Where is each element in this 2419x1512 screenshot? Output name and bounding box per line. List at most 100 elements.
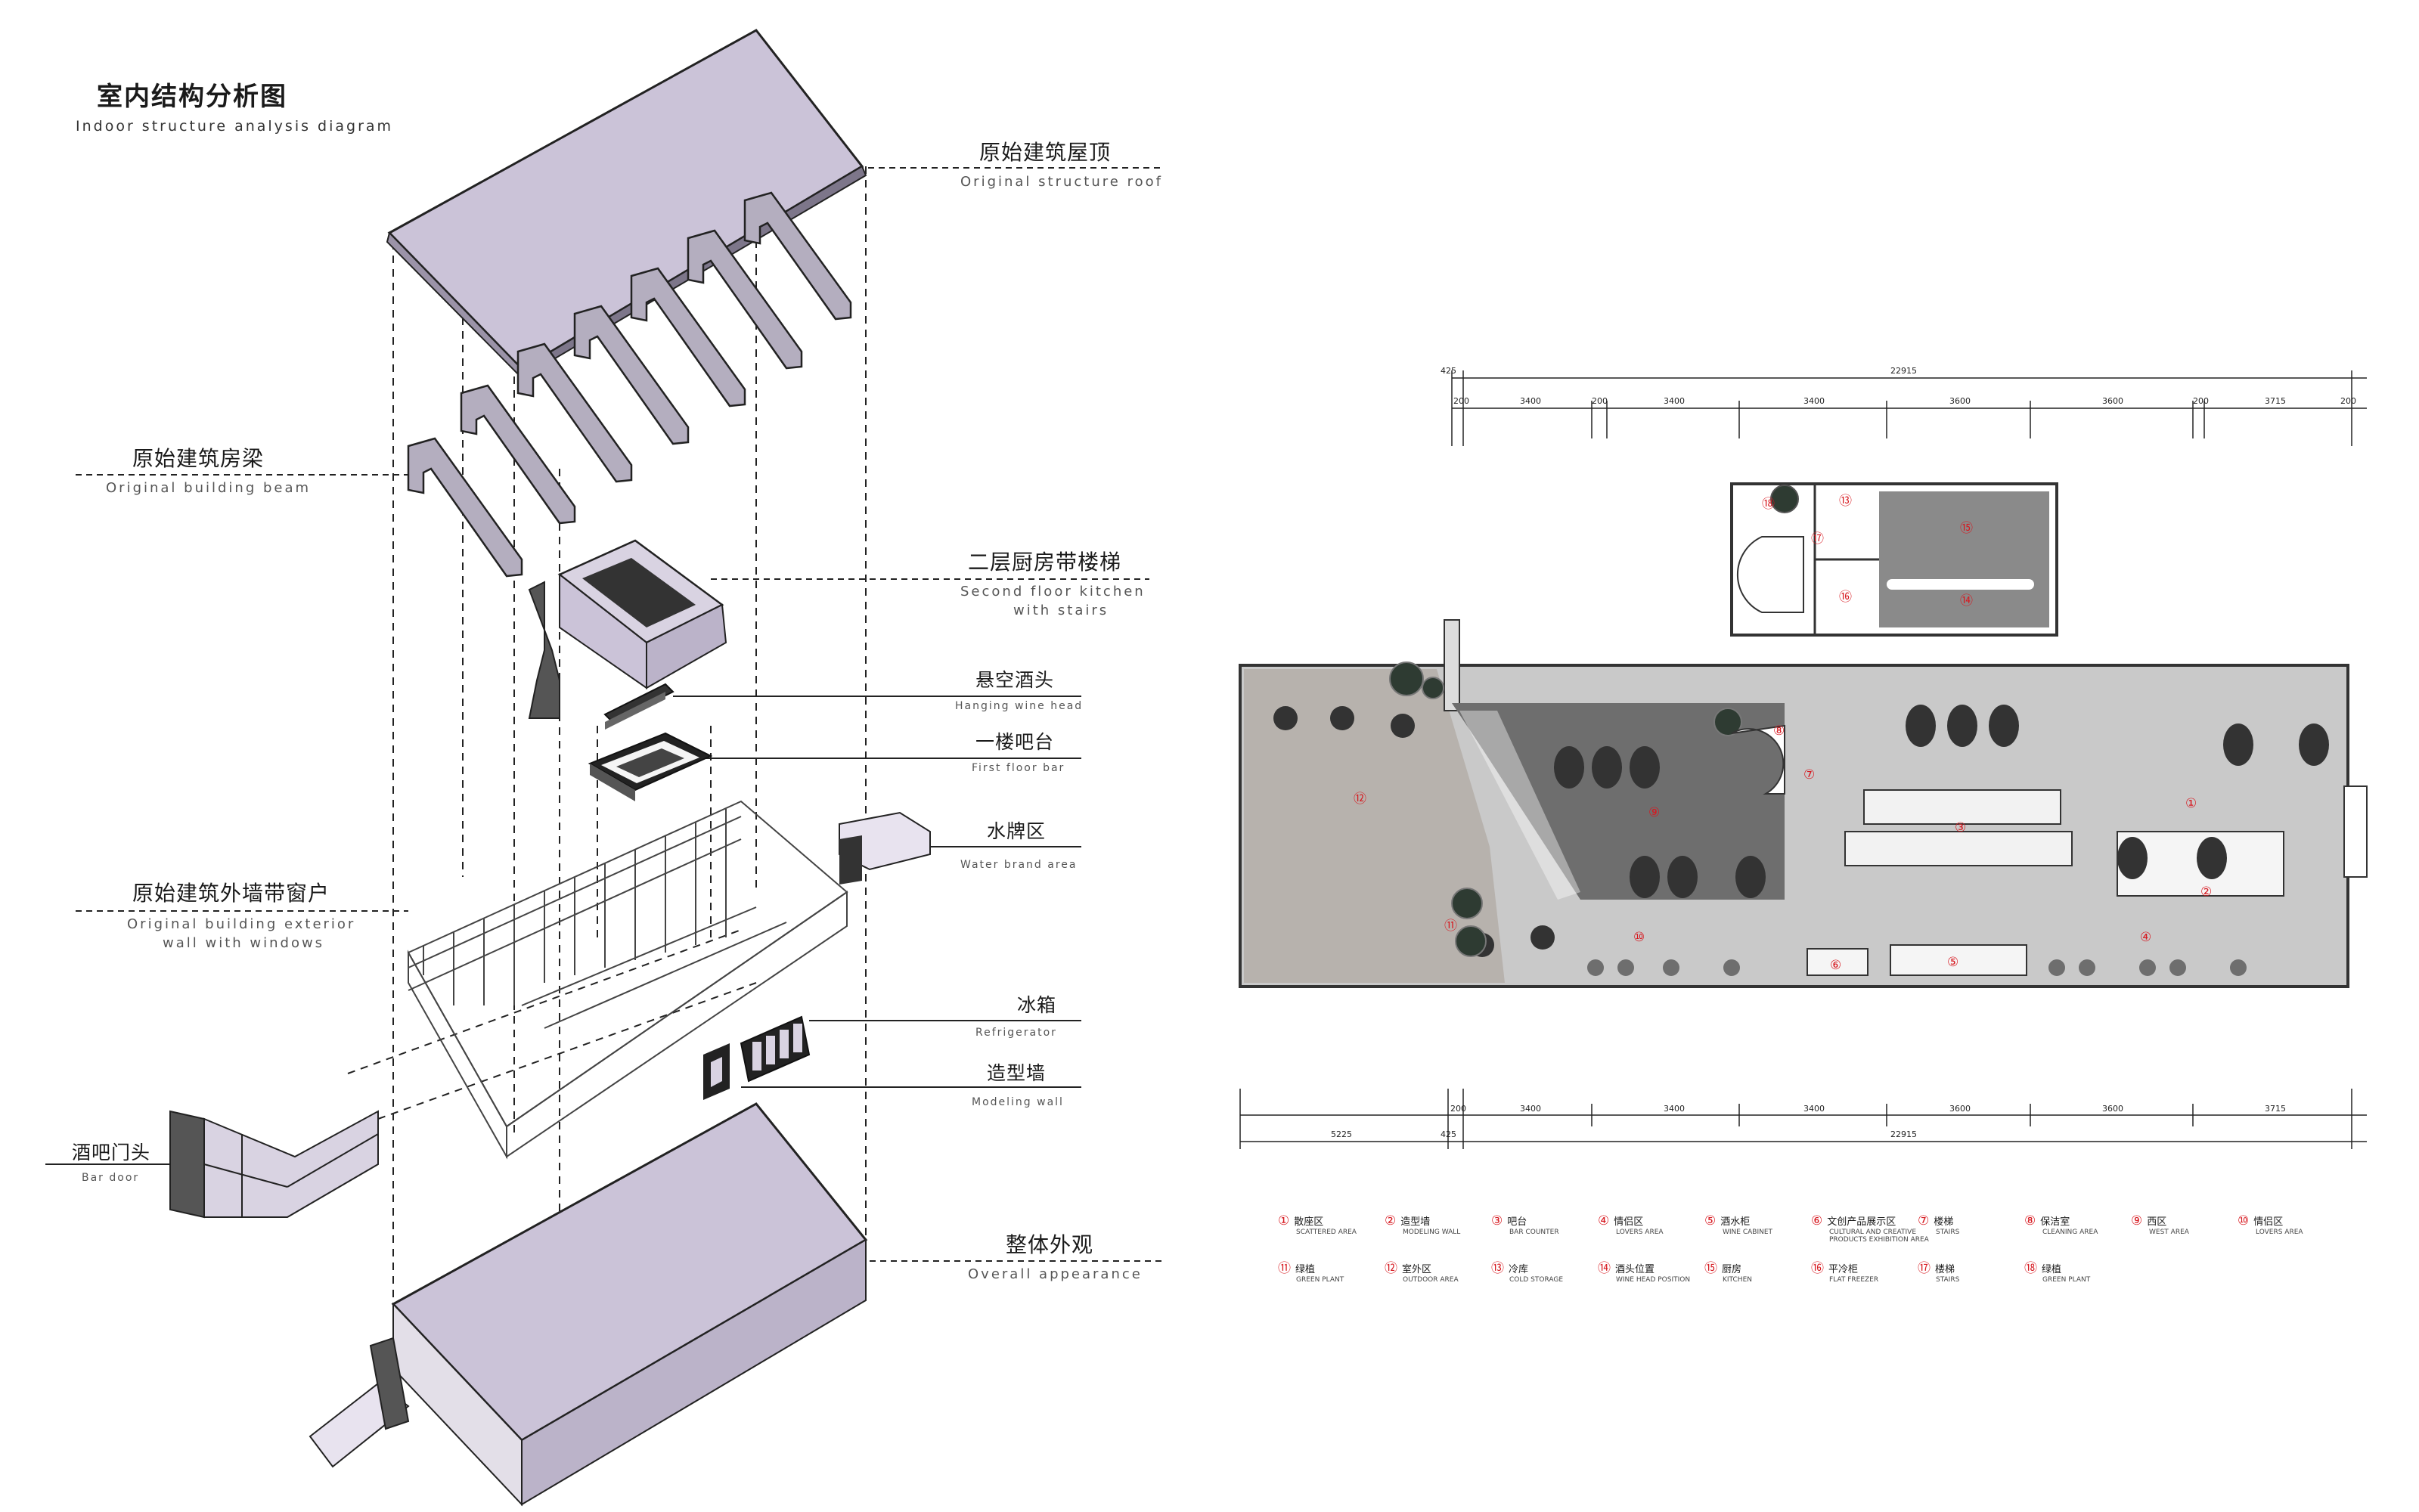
legend-label-en: BAR COUNTER (1509, 1228, 1559, 1236)
legend-number: ⑪ (1278, 1261, 1291, 1276)
top-dimension-lines (1451, 370, 2367, 446)
second-floor-kitchen (528, 539, 727, 719)
legend-label-en: SCATTERED AREA (1296, 1228, 1357, 1236)
main-floor-plan (1239, 619, 2368, 988)
refrigerator (740, 1015, 811, 1083)
first-floor-bar (588, 732, 713, 801)
modeling-wall (703, 1043, 730, 1100)
zone-13: ⑬ (1839, 494, 1852, 509)
dim-top-200c: 200 (2193, 396, 2209, 406)
legend-number: ③ (1491, 1213, 1503, 1228)
legend-label-en: WEST AREA (2149, 1228, 2189, 1236)
legend-label-cn: 造型墙 (1400, 1216, 1431, 1228)
zone-markers: ① ② ③ ④ ⑤ ⑥ ⑦ ⑧ ⑨ ⑩ ⑪ ⑫ ⑬ ⑭ ⑮ ⑯ ⑰ ⑱ (1354, 494, 2212, 973)
legend-number: ⑨ (2131, 1213, 2143, 1228)
exterior-wall-structure (407, 800, 848, 1160)
legend-label-cn: 绿植 (2042, 1264, 2062, 1275)
legend-label-en: KITCHEN (1723, 1276, 1752, 1284)
legend-label-cn: 文创产品展示区 (1827, 1216, 1896, 1228)
legend-label-en: FLAT FREEZER (1829, 1276, 1879, 1284)
bar-door (169, 1110, 379, 1219)
upper-floor-plan (1730, 482, 2058, 637)
legend-label-cn: 保洁室 (2040, 1216, 2070, 1228)
legend-number: ⑮ (1704, 1261, 1717, 1276)
legend-label-en: STAIRS (1936, 1228, 1960, 1236)
zone-16: ⑯ (1839, 590, 1852, 605)
zone-14: ⑭ (1960, 593, 1973, 609)
exploded-axonometric-diagram (45, 29, 1165, 1507)
dim-top-left: 425 (1441, 366, 1456, 376)
zone-4: ④ (2140, 930, 2151, 945)
zone-5: ⑤ (1947, 955, 1958, 970)
original-beams (407, 191, 852, 578)
legend-label-cn: 酒水柜 (1720, 1216, 1751, 1228)
legend-number: ⑬ (1491, 1261, 1504, 1276)
legend-label-en: MODELING WALL (1403, 1228, 1461, 1236)
dim-bottom-left: 5225 (1331, 1129, 1352, 1139)
wine-head-label-cn: 悬空酒头 (975, 669, 1055, 691)
zone-12: ⑫ (1354, 792, 1366, 807)
dim-top-3400b: 3400 (1664, 396, 1685, 406)
dim-bottom-3715: 3715 (2265, 1104, 2286, 1114)
legend-label-en: GREEN PLANT (2042, 1276, 2091, 1284)
legend-number: ⑩ (2238, 1213, 2250, 1228)
zone-2: ② (2200, 885, 2212, 900)
overall-label-cn: 整体外观 (1006, 1232, 1094, 1257)
kitchen-label-en1: Second floor kitchen (960, 584, 1146, 600)
legend-number: ⑭ (1598, 1261, 1611, 1276)
zone-7: ⑦ (1803, 767, 1815, 782)
legend-number: ④ (1598, 1213, 1610, 1228)
wall-label-en1: Original building exterior (127, 916, 356, 932)
legend-label-cn: 楼梯 (1934, 1216, 1954, 1228)
bottom-dimension-lines (1239, 1089, 2367, 1149)
beam-label-en: Original building beam (106, 480, 312, 496)
water-brand-label-en: Water brand area (960, 859, 1078, 871)
legend-label-cn: 散座区 (1294, 1216, 1324, 1228)
roof-label-en: Original structure roof (960, 174, 1163, 190)
legend-label-en: WINE HEAD POSITION (1616, 1276, 1691, 1284)
title-cn: 室内结构分析图 (97, 82, 287, 112)
legend-label-cn: 冷库 (1509, 1264, 1529, 1275)
zone-3: ③ (1955, 820, 1966, 835)
legend-number: ② (1385, 1213, 1397, 1228)
wall-label-en2: wall with windows (163, 935, 325, 951)
legend-number: ① (1278, 1213, 1290, 1228)
hanging-wine-head (603, 683, 675, 730)
fridge-label-cn: 冰箱 (1017, 994, 1057, 1016)
water-brand-area (839, 811, 931, 885)
legend-label-cn: 酒头位置 (1615, 1264, 1655, 1275)
water-brand-label-cn: 水牌区 (987, 820, 1047, 842)
kitchen-label-cn: 二层厨房带楼梯 (968, 550, 1122, 575)
modeling-wall-label-cn: 造型墙 (987, 1062, 1047, 1084)
legend-label-en: CLEANING AREA (2042, 1228, 2098, 1236)
zone-18: ⑱ (1762, 497, 1775, 512)
bar-label-cn: 一楼吧台 (975, 731, 1055, 753)
legend-number: ⑧ (2024, 1213, 2036, 1228)
solid-leader-lines (45, 696, 1081, 1165)
roof-label-cn: 原始建筑屋顶 (979, 140, 1112, 165)
legend-number: ⑦ (1918, 1213, 1930, 1228)
legend-label-cn: 厨房 (1722, 1264, 1742, 1275)
legend-label-cn: 情侣区 (1614, 1216, 1644, 1228)
dim-top-3600b: 3600 (2102, 396, 2123, 406)
legend-number: ⑯ (1811, 1261, 1824, 1276)
dim-top-3600a: 3600 (1949, 396, 1971, 406)
leader-lines (76, 167, 1165, 1262)
dim-top-3400c: 3400 (1803, 396, 1825, 406)
zone-10: ⑩ (1633, 930, 1645, 945)
modeling-wall-label-en: Modeling wall (972, 1096, 1064, 1108)
zone-9: ⑨ (1648, 805, 1660, 820)
dim-bottom-3600a: 3600 (1949, 1104, 1971, 1114)
